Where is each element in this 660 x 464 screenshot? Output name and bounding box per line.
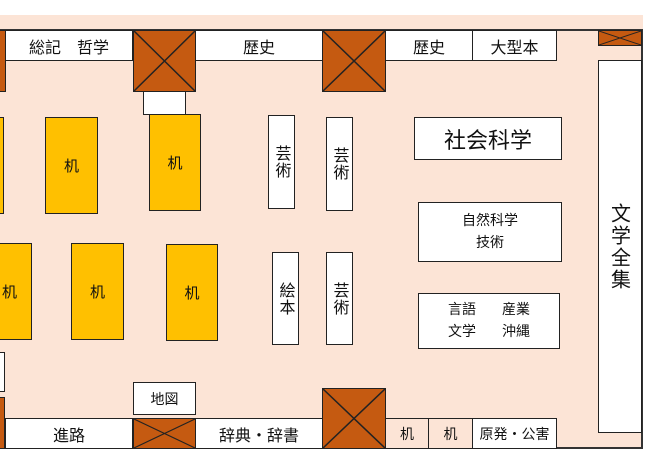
pillar-x-icon [598, 30, 642, 46]
label: 文学 [448, 324, 476, 340]
shelf-history-2[interactable]: 歴史 [385, 30, 473, 61]
shelf-map[interactable]: 地図 [133, 382, 196, 415]
desk[interactable]: 机 [166, 244, 218, 341]
desk-small[interactable]: 机 [428, 418, 473, 449]
desk-small[interactable]: 机 [385, 418, 429, 449]
shelf-social-science[interactable]: 社会科学 [414, 117, 562, 160]
shelf-career[interactable]: 進路 [5, 418, 133, 449]
pillar-x-icon [133, 30, 196, 92]
pillar-x-icon [133, 418, 196, 449]
label: 言語 [448, 302, 476, 318]
shelf-nuclear-pollution[interactable]: 原発・公害 [472, 418, 557, 449]
shelf-literature-collection[interactable]: 文学全集 [598, 60, 642, 433]
label: 技術 [476, 235, 504, 251]
shelf-arts-3[interactable]: 芸術 [326, 252, 353, 345]
desk[interactable]: 机 [0, 243, 32, 340]
desk[interactable]: 机 [71, 243, 124, 340]
desk-partial [0, 117, 4, 214]
shelf-language-literature[interactable]: 言語 産業 文学 沖縄 [418, 293, 560, 349]
desk[interactable]: 机 [149, 114, 201, 211]
label: 自然科学 [462, 213, 518, 229]
pillar-left-bottom [0, 397, 5, 449]
shelf-history-1[interactable]: 歴史 [195, 30, 323, 61]
shelf-natural-science[interactable]: 自然科学 技術 [418, 202, 562, 262]
pillar-x-icon [322, 30, 386, 92]
top-wall [0, 29, 643, 31]
shelf-arts-2[interactable]: 芸術 [326, 117, 353, 211]
shelf-general-philosophy[interactable]: 総記 哲学 [5, 30, 133, 61]
shelf-dictionaries[interactable]: 辞典・辞書 [195, 418, 323, 449]
label: 沖縄 [502, 324, 530, 340]
shelf-picture-books[interactable]: 絵本 [272, 252, 299, 345]
small-shelf [143, 91, 186, 115]
desk[interactable]: 机 [45, 117, 98, 214]
pillar-left-top [0, 30, 6, 92]
shelf-arts-1[interactable]: 芸術 [268, 115, 295, 209]
shelf-partial [0, 352, 5, 392]
shelf-oversize[interactable]: 大型本 [472, 30, 557, 61]
label: 産業 [502, 302, 530, 318]
pillar-x-icon [322, 388, 386, 449]
